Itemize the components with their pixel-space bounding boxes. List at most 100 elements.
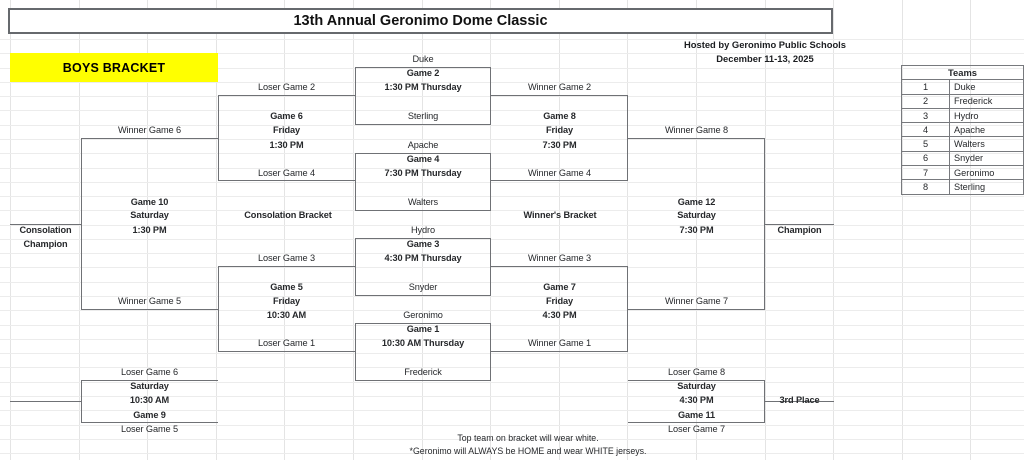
grid-row-line — [0, 382, 1024, 383]
game10-day: Saturday — [130, 210, 169, 221]
team-seed: 1 — [901, 79, 950, 95]
game6-bottom-source: Loser Game 4 — [257, 168, 316, 179]
grid-row-line — [0, 282, 1024, 283]
game2-bottom-team: Sterling — [407, 111, 439, 122]
game9-time: 10:30 AM — [129, 395, 170, 406]
grid-column-line — [765, 0, 766, 460]
consolation-bracket-label: Consolation Bracket — [244, 210, 332, 221]
grid-row-line — [0, 196, 1024, 197]
grid-column-line — [10, 0, 11, 460]
game8-time: 7:30 PM — [542, 140, 577, 151]
game9-day: Saturday — [130, 381, 169, 392]
game6-box — [218, 95, 355, 181]
game7-box — [491, 266, 628, 352]
game12-top-source: Winner Game 8 — [664, 125, 729, 136]
grid-row-line — [0, 425, 1024, 426]
game5-label: Game 5 — [270, 282, 303, 293]
game7-time: 4:30 PM — [542, 310, 577, 321]
game11-bottom-source: Loser Game 7 — [667, 424, 726, 435]
grid-column-line — [559, 0, 560, 460]
grid-column-line — [284, 0, 285, 460]
third-place-label: 3rd Place — [779, 395, 820, 406]
teams-table-header: Teams — [901, 64, 1024, 81]
game3-top-team: Hydro — [410, 225, 435, 236]
footnote: Top team on bracket will wear white. *Ge… — [218, 432, 838, 458]
game11-top-source: Loser Game 8 — [667, 367, 726, 378]
game8-label: Game 8 — [543, 111, 576, 122]
game11-day: Saturday — [677, 381, 716, 392]
host-info: Hosted by Geronimo Public Schools Decemb… — [630, 38, 900, 66]
team-name: Duke — [949, 79, 1024, 95]
game11-label: Game 11 — [677, 410, 716, 421]
host-line-2: December 11-13, 2025 — [716, 53, 814, 64]
game12-bottom-source: Winner Game 7 — [664, 296, 729, 307]
grid-row-line — [0, 453, 1024, 454]
grid-row-line — [0, 153, 1024, 154]
game12-day: Saturday — [677, 210, 716, 221]
game10-time: 1:30 PM — [132, 225, 167, 236]
game7-day: Friday — [546, 296, 573, 307]
grid-row-line — [0, 39, 1024, 40]
team-seed: 8 — [901, 179, 950, 195]
grid-column-line — [79, 0, 80, 460]
game7-top-source: Winner Game 3 — [527, 253, 592, 264]
team-seed: 3 — [901, 107, 950, 124]
game6-label: Game 6 — [270, 111, 303, 122]
grid-column-line — [970, 0, 971, 460]
boys-bracket-label: BOYS BRACKET — [62, 60, 166, 75]
game2-top-team: Duke — [412, 54, 434, 65]
grid-row-line — [0, 182, 1024, 183]
grid-row-line — [0, 410, 1024, 411]
game11-time: 4:30 PM — [679, 395, 714, 406]
game12-time: 7:30 PM — [679, 225, 714, 236]
game9-bottom-source: Loser Game 5 — [120, 424, 179, 435]
game8-top-source: Winner Game 2 — [527, 82, 592, 93]
game6-day: Friday — [273, 125, 300, 136]
team-name: Apache — [949, 122, 1024, 138]
game7-bottom-source: Winner Game 1 — [527, 338, 592, 349]
grid-column-line — [627, 0, 628, 460]
game1-bottom-team: Frederick — [404, 367, 442, 378]
game4-label: Game 4 — [406, 154, 440, 165]
game9-box — [81, 380, 218, 423]
footnote-line-1: Top team on bracket will wear white. — [457, 432, 599, 443]
teams-table-header-row: Teams — [901, 64, 1024, 81]
grid-column-line — [490, 0, 491, 460]
game4-box — [355, 153, 491, 211]
consolation-champion-line — [10, 224, 81, 226]
page-title: 13th Annual Geronimo Dome Classic — [293, 13, 548, 29]
team-name: Snyder — [949, 150, 1024, 167]
grid-row-line — [0, 96, 1024, 97]
grid-row-line — [0, 439, 1024, 440]
game3-time: 4:30 PM Thursday — [384, 253, 462, 264]
game8-box — [491, 95, 628, 181]
game9-top-source: Loser Game 6 — [120, 367, 179, 378]
game5-bottom-source: Loser Game 1 — [257, 338, 316, 349]
grid-row-line — [0, 353, 1024, 354]
tournament-title-box: 13th Annual Geronimo Dome Classic — [8, 8, 833, 34]
team-name: Geronimo — [949, 165, 1024, 181]
game6-top-source: Loser Game 2 — [257, 82, 316, 93]
grid-row-line — [0, 310, 1024, 311]
game3-bottom-team: Snyder — [408, 282, 438, 293]
grid-row-line — [0, 110, 1024, 111]
team-seed: 4 — [901, 122, 950, 138]
team-name: Walters — [949, 136, 1024, 152]
game4-time: 7:30 PM Thursday — [384, 168, 462, 179]
team-seed: 7 — [901, 165, 950, 181]
grid-row-line — [0, 367, 1024, 368]
champion-line — [765, 224, 834, 226]
game12-box — [628, 138, 765, 310]
game1-label: Game 1 — [406, 324, 440, 335]
game9-label: Game 9 — [133, 410, 166, 421]
game4-bottom-team: Walters — [407, 197, 439, 208]
game10-label: Game 10 — [130, 197, 169, 208]
winners-bracket-label: Winner's Bracket — [523, 210, 597, 221]
grid-row-line — [0, 82, 1024, 83]
